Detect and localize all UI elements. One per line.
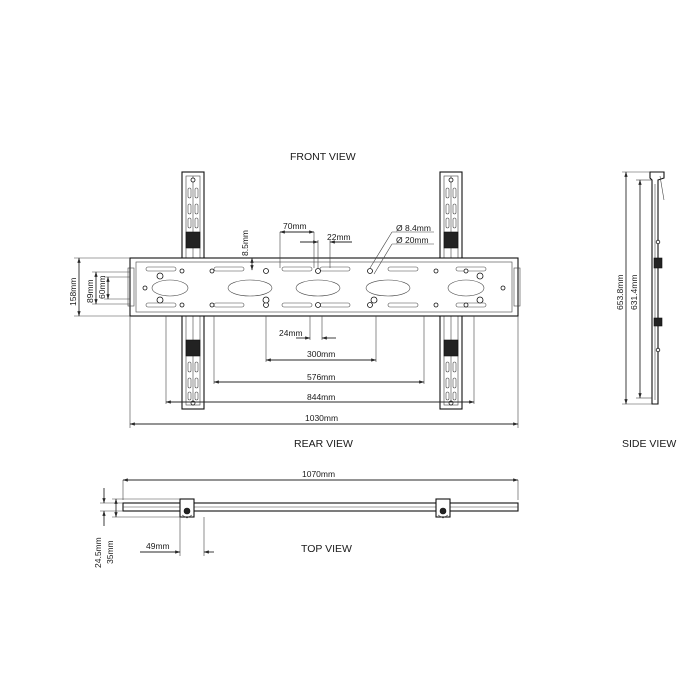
dim-300: 300mm bbox=[265, 316, 377, 362]
dim-60-label: 60mm bbox=[97, 275, 107, 299]
dim-35: 35mm bbox=[105, 498, 180, 564]
dim-8-5-label: 8.5mm bbox=[240, 230, 250, 256]
dim-1030-label: 1030mm bbox=[305, 413, 338, 423]
dim-844-label: 844mm bbox=[307, 392, 335, 402]
dim-24-5-label: 24.5mm bbox=[93, 537, 103, 568]
dim-70-label: 70mm bbox=[283, 221, 307, 231]
dim-89: 89mm bbox=[85, 271, 130, 305]
dim-1070: 1070mm bbox=[122, 469, 519, 500]
dim-158: 158mm bbox=[68, 257, 130, 317]
dim-24-5: 24.5mm bbox=[93, 488, 123, 568]
dim-300-label: 300mm bbox=[307, 349, 335, 359]
hole-small-label: Ø 8.4mm bbox=[396, 223, 431, 233]
dim-22-label: 22mm bbox=[327, 232, 351, 242]
dim-1070-label: 1070mm bbox=[302, 469, 335, 479]
dim-22: 22mm bbox=[300, 232, 352, 268]
dim-49-label: 49mm bbox=[146, 541, 170, 551]
dim-8-5: 8.5mm bbox=[240, 230, 254, 271]
top-view-title: TOP VIEW bbox=[301, 543, 352, 555]
dim-631-label: 631.4mm bbox=[629, 275, 639, 310]
top-bracket-left bbox=[179, 498, 195, 519]
dim-60: 60mm bbox=[97, 275, 130, 300]
dim-89-label: 89mm bbox=[85, 279, 95, 303]
dim-70: 70mm bbox=[279, 221, 315, 268]
dim-844: 844mm bbox=[165, 316, 475, 404]
dim-576-label: 576mm bbox=[307, 372, 335, 382]
front-rear-view: FRONT VIEW bbox=[68, 151, 521, 450]
dim-653: 653.8mm bbox=[615, 171, 652, 405]
dim-158-label: 158mm bbox=[68, 278, 78, 306]
hole-large-label: Ø 20mm bbox=[396, 235, 429, 245]
side-view: 653.8mm 631.4mm SIDE VIEW bbox=[615, 171, 676, 450]
dim-631: 631.4mm bbox=[629, 179, 652, 399]
top-bracket-right bbox=[435, 498, 451, 519]
dim-653-label: 653.8mm bbox=[615, 275, 625, 310]
rear-view-title: REAR VIEW bbox=[294, 438, 353, 450]
top-view: 1070mm 24.5mm 35mm bbox=[93, 469, 519, 568]
dim-35-label: 35mm bbox=[105, 540, 115, 564]
dim-1030: 1030mm bbox=[129, 316, 519, 428]
dim-hole-small: Ø 8.4mm bbox=[369, 223, 434, 269]
dim-49: 49mm bbox=[140, 517, 214, 556]
dim-hole-large: Ø 20mm bbox=[373, 235, 434, 275]
wall-plate bbox=[127, 257, 521, 317]
front-view-title: FRONT VIEW bbox=[290, 151, 356, 163]
dim-24: 24mm bbox=[279, 316, 336, 340]
dim-576: 576mm bbox=[213, 316, 425, 384]
dim-24-label: 24mm bbox=[279, 328, 303, 338]
side-view-title: SIDE VIEW bbox=[622, 438, 676, 450]
